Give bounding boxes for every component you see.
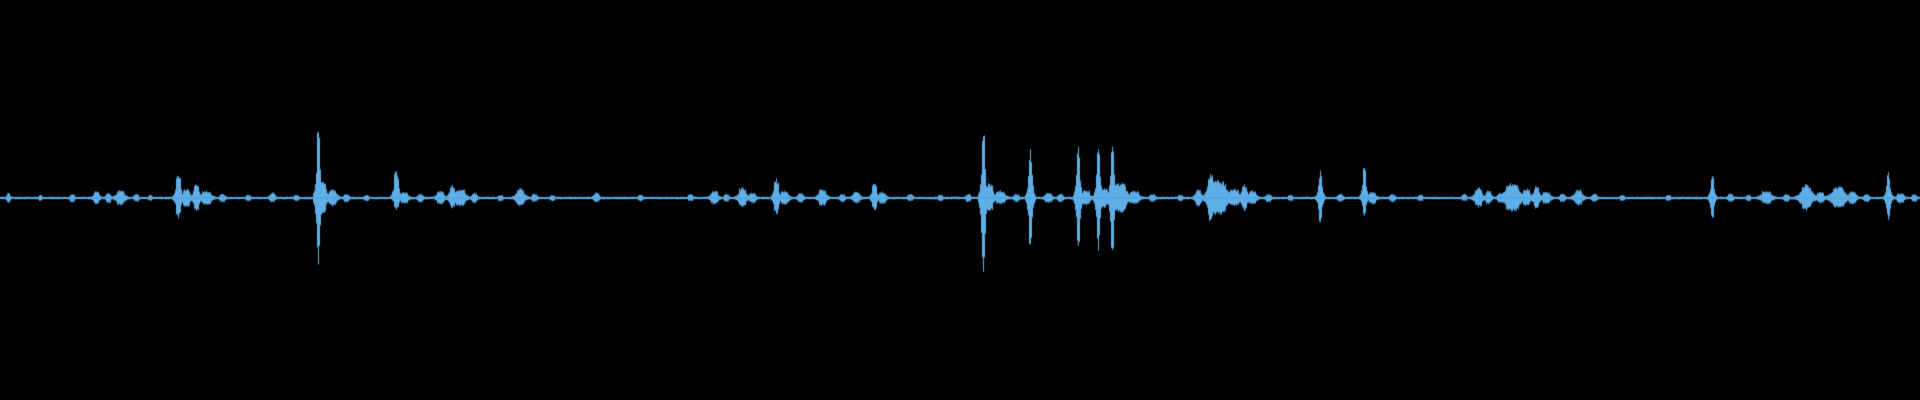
audio-waveform-canvas[interactable] xyxy=(0,0,1920,400)
waveform-viewer[interactable] xyxy=(0,0,1920,400)
